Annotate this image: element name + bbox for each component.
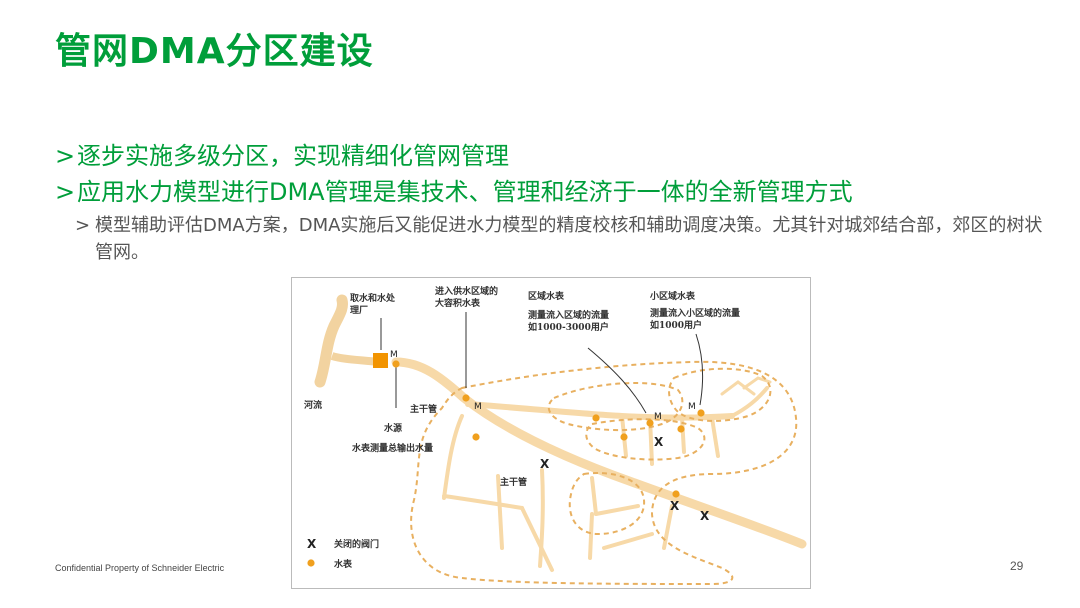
sub-bullet-marker: > (75, 215, 91, 236)
pipe (590, 476, 598, 516)
valve-marker: X (654, 435, 664, 449)
legend-valve-label: 关闭的阀门 (334, 538, 379, 550)
valve-marker: X (670, 499, 680, 513)
pipe (710, 416, 720, 458)
source-label: 水源 (384, 422, 402, 434)
supply-label-line1: 进入供水区域的 (435, 285, 498, 297)
sub-bullet-text: 模型辅助评估DMA方案，DMA实施后又能促进水力模型的精度校核和辅助调度决策。尤… (95, 215, 1043, 263)
bullet-text-2: 应用水力模型进行DMA管理是集技术、管理和经济于一体的全新管理方式 (77, 178, 853, 206)
dma-diagram-svg: X X X X X M M M M 取水和水处 理厂 进入供水区域的 大容积水表… (304, 285, 807, 586)
dma-diagram: X X X X X M M M M 取水和水处 理厂 进入供水区域的 大容积水表… (291, 277, 811, 589)
pipe (442, 414, 464, 500)
main-pipe (391, 357, 807, 549)
pipe (442, 494, 524, 510)
meter-dot (620, 433, 628, 441)
meter-dot (462, 394, 470, 402)
main-pipe-label-1: 主干管 (410, 403, 437, 415)
pipe (730, 386, 769, 418)
subzone-line2: 如1000用户 (650, 319, 702, 331)
dma-boundary-large (410, 360, 798, 586)
pipe (662, 504, 674, 550)
closed-valves: X X X X X (307, 435, 710, 551)
meter-marker: M (474, 402, 482, 412)
pointer-arrows (465, 312, 704, 414)
meter-dot (672, 490, 680, 498)
meter-marker: M (390, 350, 398, 360)
dma-boundary-zone (547, 382, 684, 432)
dma-boundary-inner (585, 418, 706, 461)
meter-marker: M (688, 402, 696, 412)
subzone-pointer (695, 333, 704, 406)
dma-boundaries (410, 360, 798, 586)
pipe (742, 376, 772, 390)
zone-line1: 测量流入区域的流量 (528, 309, 609, 321)
bullet-marker: > (55, 178, 76, 206)
pipe (602, 532, 654, 550)
river-label: 河流 (304, 399, 322, 411)
pipe (594, 504, 640, 516)
plant-label-line2: 理厂 (350, 305, 368, 316)
meter-markers: M M M M (390, 350, 696, 422)
slide-title: 管网DMA分区建设 (55, 31, 374, 72)
main-pipe-label-2: 主干管 (500, 476, 527, 488)
valve-marker: X (540, 457, 550, 471)
total-output-label: 水表测量总输出水量 (352, 442, 433, 454)
legend-meter-label: 水表 (334, 558, 353, 570)
pipe-network (391, 357, 807, 572)
bullet-item-2: >应用水力模型进行DMA管理是集技术、管理和经济于一体的全新管理方式 (55, 174, 1045, 210)
pipe (520, 506, 554, 572)
meter-dot (307, 559, 315, 567)
sub-bullet-item: >模型辅助评估DMA方案，DMA实施后又能促进水力模型的精度校核和辅助调度决策。… (55, 212, 1045, 266)
meter-dot (646, 419, 654, 427)
pipe (720, 380, 756, 396)
zone-pointer (587, 347, 647, 414)
treatment-plant (373, 353, 388, 368)
zone-title: 区域水表 (528, 290, 565, 302)
legend-valve-marker: X (307, 537, 317, 551)
bullet-marker: > (55, 142, 76, 170)
dma-boundary-lower (568, 472, 646, 536)
pipe (588, 512, 594, 560)
subzone-line1: 测量流入小区域的流量 (650, 307, 740, 319)
meter-marker: M (654, 412, 662, 422)
page-number: 29 (1010, 559, 1024, 573)
meter-dot (472, 433, 480, 441)
river (314, 294, 348, 388)
meters (307, 360, 705, 567)
meter-dot (697, 409, 705, 417)
meter-dot (392, 360, 400, 368)
river-outflow (330, 352, 379, 366)
plant-label-line1: 取水和水处 (350, 292, 396, 304)
bullet-list: >逐步实施多级分区，实现精细化管网管理 >应用水力模型进行DMA管理是集技术、管… (55, 138, 1045, 266)
valve-marker: X (700, 509, 710, 523)
pipe (538, 468, 545, 568)
meter-dot (592, 414, 600, 422)
bullet-text-1: 逐步实施多级分区，实现精细化管网管理 (77, 142, 509, 170)
bullet-item-1: >逐步实施多级分区，实现精细化管网管理 (55, 138, 1045, 174)
subzone-title: 小区域水表 (649, 290, 696, 302)
footer-confidential: Confidential Property of Schneider Elect… (55, 563, 225, 573)
supply-label-line2: 大容积水表 (435, 297, 481, 309)
pipe (496, 474, 504, 550)
meter-dot (677, 425, 685, 433)
zone-line2: 如1000-3000用户 (528, 321, 609, 333)
